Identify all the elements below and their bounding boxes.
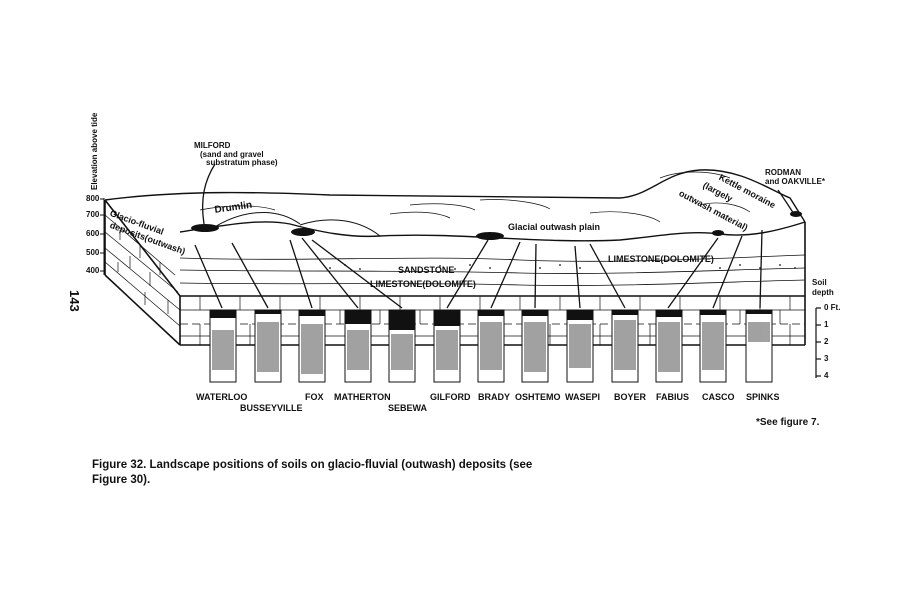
elevation-tick: 600 xyxy=(86,229,100,238)
depth-tick: 3 xyxy=(824,354,829,363)
milford-callout-3: substratum phase) xyxy=(206,158,278,167)
elevation-axis xyxy=(100,198,105,275)
page-number: 143 xyxy=(67,290,82,312)
soil-depth-title: Soil xyxy=(812,278,827,287)
depth-tick: 0 Ft. xyxy=(824,303,841,312)
side-face-bricks xyxy=(104,214,181,327)
soil-label: BRADY xyxy=(478,392,511,402)
elevation-tick: 400 xyxy=(86,266,100,275)
rodman-callout: RODMAN xyxy=(765,168,801,177)
elevation-tick: 500 xyxy=(86,248,100,257)
soil-label: OSHTEMO xyxy=(515,392,561,402)
soil-position-arrows xyxy=(194,229,763,309)
figure-caption: Figure 32. Landscape positions of soils … xyxy=(92,458,592,488)
soil-depth-axis xyxy=(815,307,821,378)
caption-line-1: Figure 32. Landscape positions of soils … xyxy=(92,459,533,471)
elevation-axis-title: Elevation above tide xyxy=(90,112,99,190)
milford-callout: MILFORD xyxy=(194,141,231,150)
soil-label: CASCO xyxy=(702,392,735,402)
soil-column-spinks xyxy=(745,309,773,383)
footnote: *See figure 7. xyxy=(756,417,820,428)
soil-label: SEBEWA xyxy=(388,403,428,413)
caption-line-2: Figure 30). xyxy=(92,474,151,486)
soil-surface-horizons xyxy=(210,310,772,330)
soil-depth-title-2: depth xyxy=(812,288,834,297)
limestone-label-right: LIMESTONE(DOLOMITE) xyxy=(608,254,714,264)
sandstone-dots xyxy=(329,264,796,270)
soil-label: GILFORD xyxy=(430,392,471,402)
surface-hatching xyxy=(199,171,751,223)
depth-tick: 1 xyxy=(824,320,829,329)
rodman-callout-2: and OAKVILLE* xyxy=(765,177,826,186)
limestone-label-left: LIMESTONE(DOLOMITE) xyxy=(370,279,476,289)
elevation-tick: 800 xyxy=(86,194,100,203)
milford-callout-2: (sand and gravel xyxy=(200,150,264,159)
soil-label: MATHERTON xyxy=(334,392,391,402)
soil-label: FABIUS xyxy=(656,392,690,402)
outwash-plain-label: Glacial outwash plain xyxy=(508,222,601,232)
soil-label: WATERLOO xyxy=(196,392,248,402)
soil-label: BUSSEYVILLE xyxy=(240,403,303,413)
sandstone-label: SANDSTONE xyxy=(398,265,455,275)
depth-tick: 2 xyxy=(824,337,829,346)
soil-label: FOX xyxy=(305,392,324,402)
soil-label: SPINKS xyxy=(746,392,780,402)
elevation-tick: 700 xyxy=(86,210,100,219)
soil-label: WASEPI xyxy=(565,392,601,402)
soil-texture xyxy=(212,320,770,374)
depth-tick: 4 xyxy=(824,371,829,380)
callout-arrows xyxy=(201,163,795,225)
soil-label: BOYER xyxy=(614,392,647,402)
